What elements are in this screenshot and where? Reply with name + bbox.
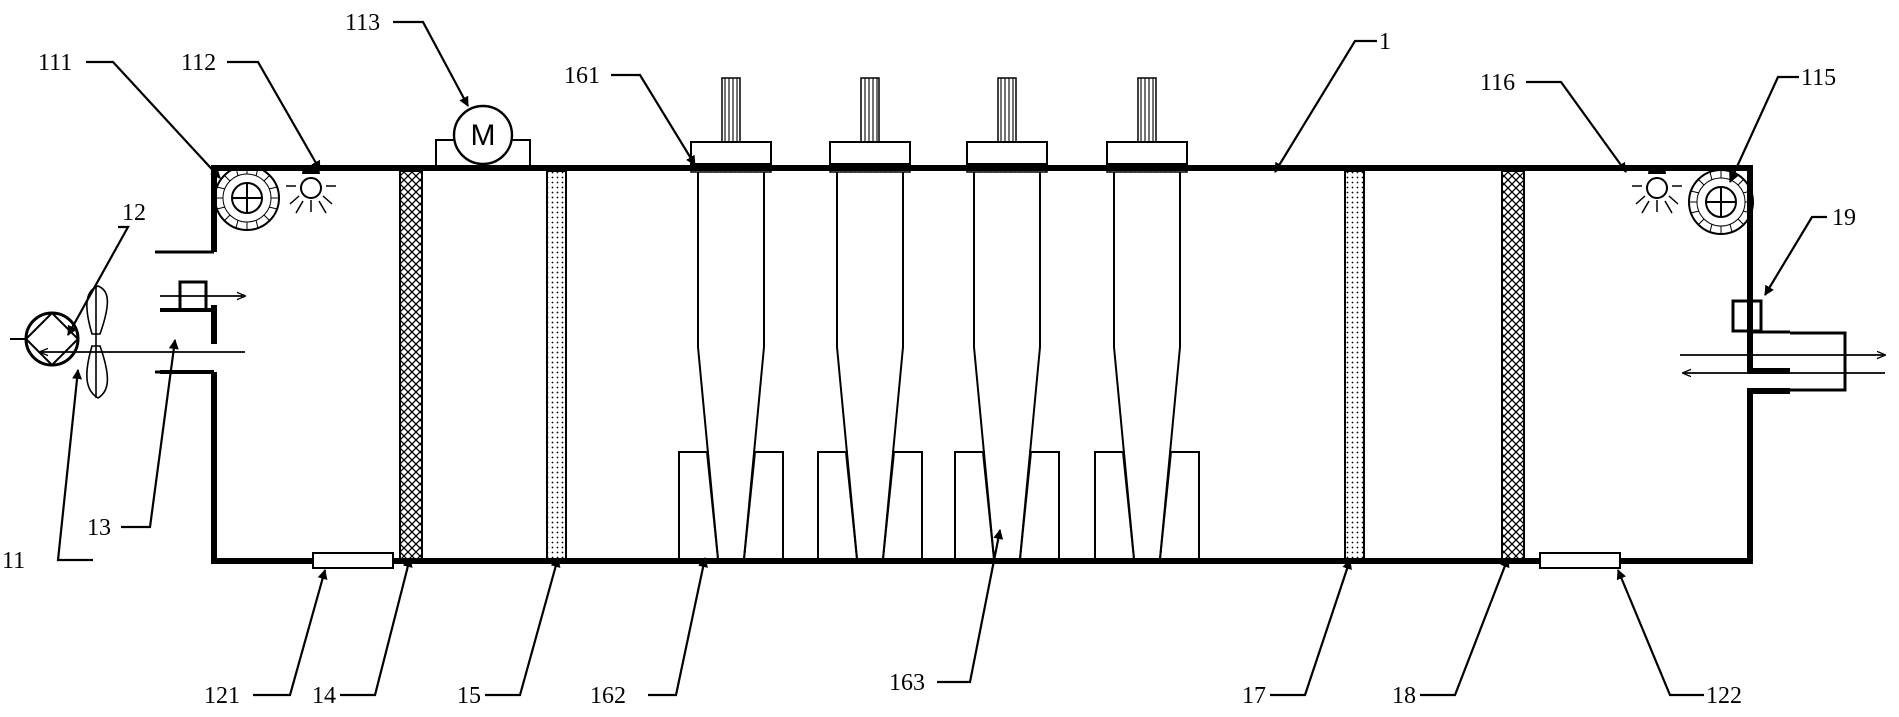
cyclone-shaft-2 [860,77,880,143]
filter-17 [1344,170,1365,561]
label-19: 19 [1832,205,1856,231]
light-112 [286,165,336,214]
cyclone-cap-1 [690,141,772,165]
filter-14 [399,170,423,561]
label-163: 163 [889,670,925,696]
cyclone-bin-3 [954,451,1060,560]
filter-15 [546,170,567,561]
fan-11 [86,285,109,399]
cyclone-mesh-1 [690,163,772,173]
label-18: 18 [1392,683,1416,709]
label-112: 112 [181,50,216,76]
leader-lines [56,20,1827,697]
cyclone-shaft-3 [997,77,1017,143]
label-161: 161 [564,63,600,89]
filter-18 [1501,170,1525,561]
cyclone-bin-4 [1094,451,1200,560]
label-14: 14 [312,683,336,709]
cyclone-cap-3 [966,141,1048,165]
inlet-duct-walls [160,308,214,374]
label-15: 15 [457,683,481,709]
label-116: 116 [1480,70,1515,96]
label-113: 113 [345,10,380,36]
outlet-sensor-box [1731,299,1763,333]
inlet-duct [40,222,245,561]
drain-122 [1539,552,1621,569]
cyclone-cone-lower-4 [1122,451,1172,560]
cyclone-cone-lower-2 [845,451,895,560]
label-121: 121 [204,683,240,709]
label-122: 122 [1706,683,1742,709]
label-17: 17 [1242,683,1266,709]
cyclone-group [678,77,1200,560]
motor-letter: M [471,119,496,152]
cyclone-cone-lower-1 [706,451,756,560]
cyclone-mesh-2 [829,163,911,173]
drain-121 [312,552,394,569]
label-1: 1 [1379,29,1391,55]
outlet-duct [1680,299,1885,392]
label-11: 11 [2,548,25,574]
cyclone-cap-2 [829,141,911,165]
cyclone-cone-lower-3 [982,451,1032,560]
cyclone-mesh-4 [1106,163,1188,173]
label-115: 115 [1801,65,1836,91]
lamp-115 [1688,169,1754,235]
cyclone-shaft-1 [721,77,741,143]
labels: 1 11 12 13 14 15 17 18 19 111 112 113 11… [2,10,1856,709]
label-12: 12 [122,200,146,226]
cyclone-shaft-4 [1137,77,1157,143]
label-111: 111 [38,50,72,76]
label-162: 162 [590,683,626,709]
light-116 [1632,165,1682,214]
pump-12 [10,311,80,367]
cyclone-bin-1 [678,451,784,560]
cyclone-mesh-3 [966,163,1048,173]
cyclone-bin-2 [817,451,923,560]
label-13: 13 [87,515,111,541]
motor-113: M [435,104,531,168]
cyclone-cap-4 [1106,141,1188,165]
lamp-111 [214,165,280,231]
